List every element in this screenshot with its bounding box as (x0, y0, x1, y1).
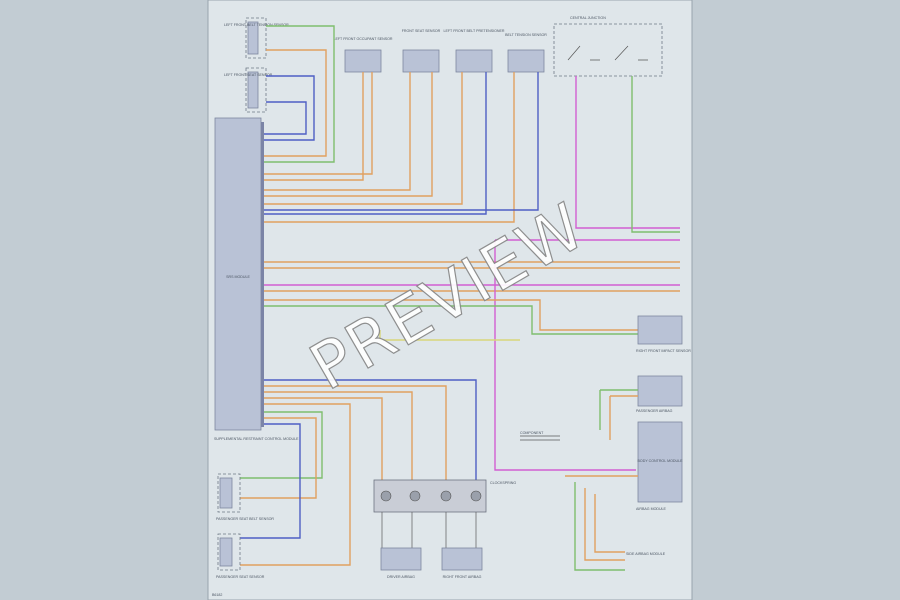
ps-seat-label: PASSENGER SEAT SENSOR (216, 575, 265, 579)
driver-airbag: DRIVER AIRBAG (380, 547, 422, 579)
rf-airbag: RIGHT FRONT AIRBAG (441, 547, 483, 579)
clockspring-label: CLOCKSPRING (490, 481, 516, 485)
body-module-label: BODY CONTROL MODULE (638, 459, 684, 463)
belt-tension-box: BELT TENSION SENSOR (505, 33, 547, 73)
lower-stub-wires (381, 512, 477, 548)
passenger-airbag: PASSENGER AIRBAG (636, 375, 683, 413)
central-junction-box: CENTRAL JUNCTION (553, 16, 663, 77)
driver-airbag-label: DRIVER AIRBAG (387, 575, 415, 579)
ps-tension-label: PASSENGER SEAT BELT SENSOR (216, 517, 274, 521)
module-pins (261, 122, 264, 427)
ps-seat-sensor: PASSENGER SEAT SENSOR (216, 533, 265, 579)
right-wires: COMPONENT SIDE AIRBAG MODULE (520, 389, 666, 571)
clockspring-connector: CLOCKSPRING (373, 479, 516, 513)
central-junction-label: CENTRAL JUNCTION (570, 16, 606, 20)
rf-sensor-label: RIGHT FRONT IMPACT SENSOR (636, 349, 691, 353)
front-seat-sensor-box: FRONT SEAT SENSOR (402, 29, 441, 73)
wire-harness-lower (240, 379, 477, 566)
belt-tension-label: BELT TENSION SENSOR (505, 33, 547, 37)
front-seat-sensor-label: FRONT SEAT SENSOR (402, 29, 441, 33)
occupant-sensor-label: LEFT FRONT OCCUPANT SENSOR (333, 37, 392, 41)
belt-pretensioner-box: LEFT FRONT BELT PRETENSIONER (443, 29, 505, 73)
wire-harness-mid (264, 239, 680, 471)
wire-harness-top (264, 25, 680, 233)
airbag-module-label: AIRBAG MODULE (636, 507, 667, 511)
side-module-label: SIDE AIRBAG MODULE (626, 552, 666, 556)
srs-module: SRS MODULE SUPPLEMENTAL RESTRAINT CONTRO… (214, 117, 299, 441)
belt-pretensioner-label: LEFT FRONT BELT PRETENSIONER (443, 29, 504, 33)
lf-seat-sensor: LEFT FRONT SEAT SENSOR (224, 67, 273, 113)
passenger-airbag-label: PASSENGER AIRBAG (636, 409, 673, 413)
component-label: COMPONENT (520, 431, 544, 435)
rf-airbag-label: RIGHT FRONT AIRBAG (443, 575, 482, 579)
srs-module-caption: SUPPLEMENTAL RESTRAINT CONTROL MODULE (214, 437, 299, 441)
sheet-code: B6182 (212, 593, 222, 597)
ps-belt-sensor: PASSENGER SEAT BELT SENSOR (216, 473, 274, 521)
rf-impact-sensor: RIGHT FRONT IMPACT SENSOR (636, 315, 691, 353)
body-control-module: BODY CONTROL MODULE AIRBAG MODULE (636, 421, 684, 511)
lf-seat-sensor-label: LEFT FRONT SEAT SENSOR (224, 73, 273, 77)
lf-belt-sensor-label: LEFT FRONT BELT TENSION SENSOR (224, 23, 289, 27)
srs-module-label: SRS MODULE (226, 275, 250, 279)
lf-belt-sensor: LEFT FRONT BELT TENSION SENSOR (224, 17, 289, 59)
